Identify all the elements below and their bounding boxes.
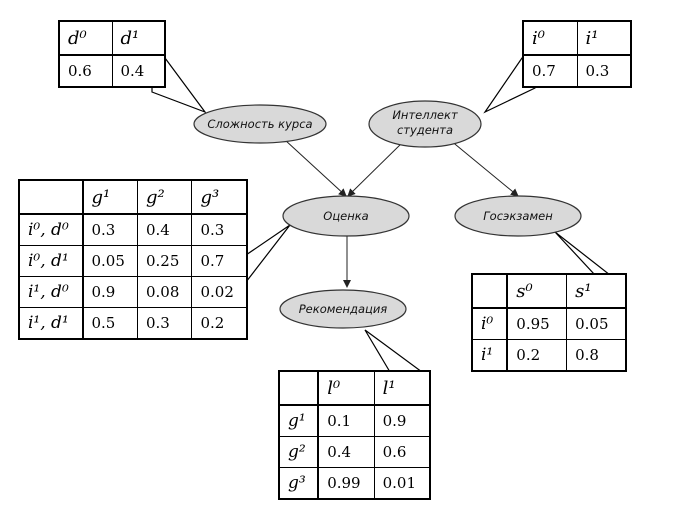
cpt-s-corner <box>471 273 509 309</box>
cpt-difficulty: d⁰ d¹ 0.6 0.4 <box>58 20 166 88</box>
table-row: i⁰ 0.95 0.05 <box>471 307 627 340</box>
callout-sat <box>554 231 612 276</box>
cpt-g-cell: 0.4 <box>136 213 193 246</box>
cpt-s-header-1: s¹ <box>566 273 627 309</box>
cpt-l-cell: 0.99 <box>317 467 375 500</box>
edge-intelligence-grade <box>347 139 406 197</box>
table-row: i¹, d¹ 0.5 0.3 0.2 <box>18 307 248 340</box>
node-sat-label: Госэкзамен <box>483 209 553 223</box>
cpt-s-cell: 0.05 <box>566 307 627 340</box>
cpt-i-header-0: i⁰ <box>522 20 578 56</box>
cpt-sat: s⁰ s¹ i⁰ 0.95 0.05 i¹ 0.2 0.8 <box>471 273 627 372</box>
cpt-g-row-label: i⁰, d¹ <box>18 245 84 277</box>
cpt-g-cell: 0.7 <box>191 245 248 277</box>
node-grade: Оценка <box>282 195 410 237</box>
cpt-d-value-0: 0.6 <box>58 54 113 88</box>
cpt-g-cell: 0.08 <box>136 276 193 308</box>
table-row: g² 0.4 0.6 <box>278 436 431 468</box>
node-letter: Рекомендация <box>279 289 407 329</box>
cpt-i-value-1: 0.3 <box>576 54 632 88</box>
cpt-d-header-1: d¹ <box>111 20 166 56</box>
cpt-s-cell: 0.95 <box>506 307 568 340</box>
edge-intelligence-sat <box>449 139 519 197</box>
node-difficulty-label: Сложность курса <box>207 117 312 131</box>
node-difficulty: Сложность курса <box>193 104 327 144</box>
callout-grade <box>245 224 291 284</box>
cpt-g-cell: 0.3 <box>136 307 193 340</box>
cpt-g-cell: 0.25 <box>136 245 193 277</box>
cpt-g-cell: 0.2 <box>191 307 248 340</box>
table-row: i⁰, d⁰ 0.3 0.4 0.3 <box>18 213 248 246</box>
node-intelligence: Интеллект студента <box>368 100 482 148</box>
cpt-g-cell: 0.3 <box>82 213 138 246</box>
cpt-g-cell: 0.9 <box>82 276 138 308</box>
cpt-letter: l⁰ l¹ g¹ 0.1 0.9 g² 0.4 0.6 g³ 0.99 0.01 <box>278 370 431 500</box>
cpt-l-row-label: g² <box>278 436 320 468</box>
table-row: i¹ 0.2 0.8 <box>471 339 627 372</box>
cpt-l-row-label: g³ <box>278 467 320 500</box>
cpt-grade: g¹ g² g³ i⁰, d⁰ 0.3 0.4 0.3 i⁰, d¹ 0.05 … <box>18 179 248 340</box>
cpt-g-header-0: g¹ <box>82 179 138 215</box>
table-row: g³ 0.99 0.01 <box>278 467 431 500</box>
cpt-l-header-1: l¹ <box>373 370 431 406</box>
cpt-s-row-label: i¹ <box>471 339 509 372</box>
node-intelligence-label-2: студента <box>397 123 453 137</box>
cpt-s-row-label: i⁰ <box>471 307 509 340</box>
cpt-l-row-label: g¹ <box>278 404 320 437</box>
cpt-l-cell: 0.4 <box>317 436 375 468</box>
cpt-s-header-0: s⁰ <box>506 273 568 309</box>
cpt-l-cell: 0.1 <box>317 404 375 437</box>
edge-difficulty-grade <box>284 139 347 197</box>
cpt-s-cell: 0.8 <box>566 339 627 372</box>
cpt-i-value-0: 0.7 <box>522 54 578 88</box>
cpt-l-cell: 0.01 <box>373 467 431 500</box>
node-letter-label: Рекомендация <box>299 302 388 316</box>
table-row: i⁰, d¹ 0.05 0.25 0.7 <box>18 245 248 277</box>
cpt-d-value-1: 0.4 <box>111 54 166 88</box>
callout-letter <box>364 329 424 373</box>
cpt-l-cell: 0.6 <box>373 436 431 468</box>
cpt-d-header-0: d⁰ <box>58 20 113 56</box>
node-sat: Госэкзамен <box>454 195 582 237</box>
node-intelligence-label-1: Интеллект <box>392 108 458 122</box>
cpt-g-header-2: g³ <box>191 179 248 215</box>
table-row: g¹ 0.1 0.9 <box>278 404 431 437</box>
cpt-g-row-label: i¹, d⁰ <box>18 276 84 308</box>
node-grade-label: Оценка <box>323 209 368 223</box>
cpt-l-corner <box>278 370 320 406</box>
cpt-i-header-1: i¹ <box>576 20 632 56</box>
cpt-g-row-label: i¹, d¹ <box>18 307 84 340</box>
cpt-l-header-0: l⁰ <box>317 370 375 406</box>
cpt-l-cell: 0.9 <box>373 404 431 437</box>
cpt-intelligence: i⁰ i¹ 0.7 0.3 <box>522 20 632 88</box>
cpt-s-cell: 0.2 <box>506 339 568 372</box>
cpt-g-header-1: g² <box>136 179 193 215</box>
cpt-g-row-label: i⁰, d⁰ <box>18 213 84 246</box>
cpt-g-cell: 0.05 <box>82 245 138 277</box>
cpt-g-cell: 0.02 <box>191 276 248 308</box>
cpt-g-cell: 0.5 <box>82 307 138 340</box>
cpt-g-cell: 0.3 <box>191 213 248 246</box>
table-row: i¹, d⁰ 0.9 0.08 0.02 <box>18 276 248 308</box>
cpt-g-corner <box>18 179 84 215</box>
